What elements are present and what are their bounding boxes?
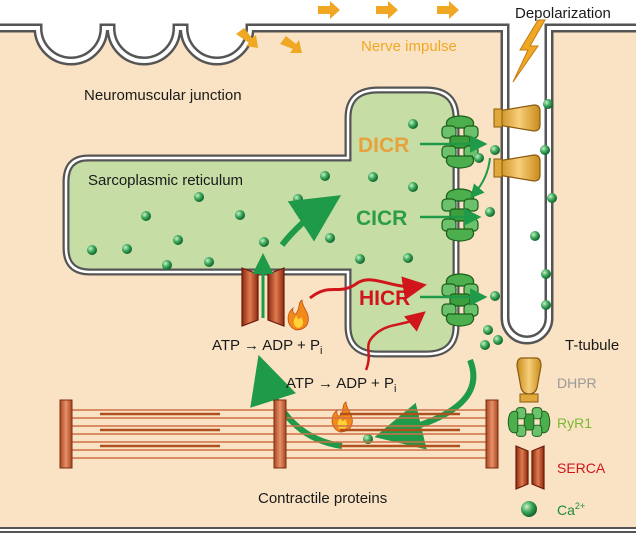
dhpr-icon <box>516 357 542 403</box>
atp-reaction-2: ATP → ADP + Pi <box>286 375 396 395</box>
legend-dhpr-label: DHPR <box>557 375 597 391</box>
release-to-contractile-arrow <box>374 358 477 450</box>
sr-calcium-ions <box>87 119 418 270</box>
cytosol-to-serca-arrow <box>250 354 343 449</box>
hicr-heat-arrow-1 <box>309 276 427 301</box>
depolarization-bolt-icon <box>512 19 546 83</box>
contractile-proteins-label: Contractile proteins <box>258 490 387 507</box>
ca-trigger-arrow <box>470 157 491 199</box>
sr-uptake-arrow <box>279 195 342 247</box>
dhpr-receptor-2 <box>493 154 541 182</box>
atp-reaction-1: ATP → ADP + Pi <box>212 337 322 357</box>
depolarization-label: Depolarization <box>515 5 611 22</box>
legend: DHPR RyR1 SERCA Ca2+ <box>507 357 606 518</box>
hicr-label: HICR <box>359 287 410 310</box>
calcium-ion-icon <box>521 501 537 517</box>
contractile-proteins <box>59 399 499 469</box>
sarcoplasmic-reticulum-label: Sarcoplasmic reticulum <box>88 172 243 189</box>
dhpr-receptor-1 <box>493 104 541 132</box>
legend-serca-label: SERCA <box>557 460 606 476</box>
nerve-impulse-label: Nerve impulse <box>361 38 457 55</box>
nerve-impulse-arrows <box>236 1 459 53</box>
dicr-label: DICR <box>358 134 409 157</box>
legend-ryr1-label: RyR1 <box>557 415 592 431</box>
serca-pump <box>241 253 285 327</box>
plasma-membrane-inner <box>0 26 636 342</box>
serca-icon <box>515 445 545 490</box>
neuromuscular-junction-label: Neuromuscular junction <box>84 87 242 104</box>
hicr-heat-arrow-2 <box>364 311 426 371</box>
t-tubule-label: T-tubule <box>565 337 619 354</box>
cicr-label: CICR <box>356 207 407 230</box>
legend-ca-label: Ca2+ <box>557 501 585 518</box>
